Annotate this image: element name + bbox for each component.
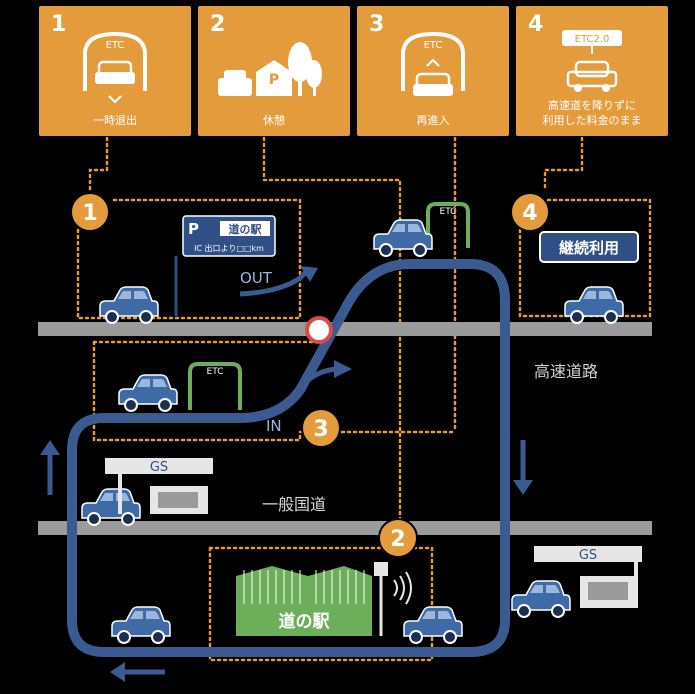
in-label: IN xyxy=(266,417,282,435)
connector-lines xyxy=(76,136,652,662)
rest-area-icon: P xyxy=(218,42,322,96)
svg-text:4: 4 xyxy=(522,201,537,226)
continue-label-badge: 継続利用 xyxy=(539,231,639,263)
step-number: 3 xyxy=(369,12,385,37)
marker-1: 1 xyxy=(70,192,110,232)
marker-3: 3 xyxy=(301,408,341,448)
svg-text:道の駅: 道の駅 xyxy=(229,222,262,236)
step-number: 2 xyxy=(210,12,226,37)
junction-icon xyxy=(305,316,333,344)
etc-gate-top: ETC xyxy=(426,202,470,248)
in-arrow-icon xyxy=(295,366,337,394)
svg-text:GS: GS xyxy=(579,548,597,563)
svg-text:IC 出口より□□km: IC 出口より□□km xyxy=(194,243,264,253)
svg-text:ETC: ETC xyxy=(106,40,125,51)
general-road-label: 一般国道 xyxy=(262,495,326,514)
svg-text:ETC2.0: ETC2.0 xyxy=(575,34,610,45)
step-number: 1 xyxy=(51,12,67,37)
marker-2: 2 xyxy=(378,518,418,558)
step-card-2: 2 P 休憩 xyxy=(198,6,350,136)
step-caption: 休憩 xyxy=(263,114,285,127)
out-arrow-icon xyxy=(239,270,308,297)
michinoeki-road-sign: P 道の駅 IC 出口より□□km xyxy=(174,215,276,316)
general-national-road xyxy=(38,521,652,535)
step-card-4: 4 ETC2.0 高速道を降りずに 利用した料金のまま xyxy=(516,6,668,136)
svg-text:道の駅: 道の駅 xyxy=(279,611,331,632)
svg-text:GS: GS xyxy=(150,460,168,475)
gas-station-left: GS xyxy=(105,458,213,514)
marker-4: 4 xyxy=(510,192,550,232)
step-card-1: 1 ETC 一時退出 xyxy=(39,6,191,136)
caption-line-2: 利用した料金のまま xyxy=(542,114,642,127)
car-gas-station xyxy=(81,488,141,526)
svg-text:ETC: ETC xyxy=(440,207,457,217)
step-caption: 再進入 xyxy=(416,114,450,127)
caption-line-1: 高速道を降りずに xyxy=(548,99,636,112)
step-caption: 一時退出 xyxy=(93,114,137,127)
svg-text:2: 2 xyxy=(390,527,405,552)
gas-station-right: GS xyxy=(534,546,642,608)
etc-gate-left: ETC xyxy=(188,362,242,410)
car-expressway xyxy=(373,219,433,257)
svg-text:継続利用: 継続利用 xyxy=(559,239,619,257)
step-card-3: 3 ETC 再進入 xyxy=(357,6,509,136)
step-caption: 高速道を降りずに 利用した料金のまま xyxy=(516,98,668,128)
etc2-car-icon: ETC2.0 xyxy=(562,30,622,92)
car-entering xyxy=(118,374,178,412)
svg-text:ETC: ETC xyxy=(424,40,443,51)
svg-text:3: 3 xyxy=(313,417,328,442)
etc2-roadside-unit-icon xyxy=(374,562,412,636)
expressway-loop xyxy=(67,259,510,657)
etc-reentry-icon: ETC xyxy=(401,31,465,96)
car-gas-station-right xyxy=(511,580,571,618)
svg-text:1: 1 xyxy=(82,201,97,226)
car-continuing xyxy=(564,286,624,324)
svg-text:P: P xyxy=(269,72,279,88)
car-lower-road xyxy=(111,606,171,644)
upper-cross-road xyxy=(38,322,652,336)
michinoeki-building: 道の駅 xyxy=(236,566,372,636)
step-number: 4 xyxy=(528,12,544,37)
expressway-label: 高速道路 xyxy=(534,362,598,381)
etc-exit-icon: ETC xyxy=(83,31,147,104)
out-label: OUT xyxy=(240,269,273,287)
svg-text:ETC: ETC xyxy=(207,367,224,377)
svg-text:P: P xyxy=(188,220,199,238)
